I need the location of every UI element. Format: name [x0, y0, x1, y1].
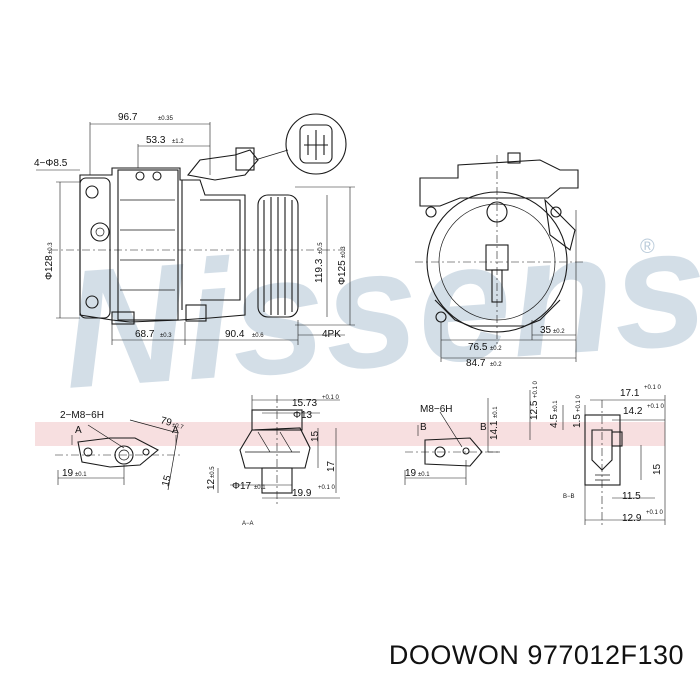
label-bottom-left: 68.7: [135, 329, 155, 340]
label-bb-w4-tol: +0.1 0: [646, 510, 664, 516]
label-bb-w2: 14.2: [623, 406, 643, 417]
label-port-a-offset: 19: [62, 468, 74, 479]
label-width-main-tol: ±0.35: [158, 116, 174, 122]
label-aa-bottom-width: 19.9: [292, 488, 312, 499]
label-bb-v1: 12.5: [529, 400, 540, 420]
label-aa-base-dia: Φ17: [232, 481, 252, 492]
label-aa-h12: 12: [206, 478, 217, 490]
label-width-main: 96.7: [118, 112, 138, 123]
label-bb-w1-tol: +0.1 0: [644, 385, 662, 391]
front-view: [415, 152, 585, 362]
label-aa-top-width-tol: +0.1 0: [322, 395, 340, 401]
label-pulley-height-tol: ±0.5: [318, 242, 324, 254]
label-inner-width: 76.5: [468, 342, 488, 353]
label-port-b-height: 14.1: [489, 420, 500, 440]
label-port-a-thread: 2−M8−6H: [60, 410, 104, 421]
caption-brand: DOOWON: [388, 640, 520, 670]
label-right-offset: 35: [540, 325, 552, 336]
caption-part-number: 977012F130: [527, 640, 684, 670]
label-bb-w1: 17.1: [620, 388, 640, 399]
label-height: Φ128: [44, 255, 55, 280]
label-section-b-right: B: [480, 422, 487, 433]
label-bb-v3-tol: +0.1 0: [576, 394, 582, 412]
label-port-a-angle: 79: [159, 415, 173, 429]
part-caption: DOOWON 977012F130: [389, 640, 684, 671]
label-right-offset-tol: ±0.2: [553, 329, 565, 335]
label-pulley-dia: Φ125: [337, 260, 348, 285]
label-mount-holes: 4−Φ8.5: [34, 158, 68, 169]
label-aa-bore: Φ13: [293, 410, 313, 421]
label-port-a-offset-tol: ±0.1: [75, 472, 87, 478]
label-port-b-height-tol: ±0.1: [493, 406, 499, 418]
side-view: [36, 113, 355, 345]
label-width-inner: 53.3: [146, 135, 166, 146]
front-view-labels: 35 ±0.2 76.5 ±0.2 84.7 ±0.2: [466, 325, 565, 369]
port-b-view: [404, 398, 500, 485]
section-bb-view: [529, 390, 666, 525]
label-aa-bottom-width-tol: +0.1 0: [318, 485, 336, 491]
label-bb-h15: 15: [652, 463, 663, 475]
label-belt: 4PK: [322, 329, 341, 340]
watermark-text: Nissens: [57, 191, 700, 423]
label-outer-width-tol: ±0.2: [490, 362, 502, 368]
section-aa-view: [217, 395, 340, 505]
label-pulley-height: 119.3: [314, 258, 325, 283]
label-bb-w4: 12.9: [622, 513, 642, 524]
label-aa-top-width: 15.73: [292, 398, 317, 409]
label-height-tol: ±0.3: [48, 242, 54, 254]
label-bb-v1-tol: +0.1 0: [533, 380, 539, 398]
label-port-b-thread: M8−6H: [420, 404, 453, 415]
label-port-b-offset-tol: ±0.1: [418, 472, 430, 478]
port-b-labels: M8−6H B B 14.1 ±0.1 19 ±0.1: [405, 404, 500, 479]
section-bb-labels: 12.5 +0.1 0 4.5 ±0.1 1.5 +0.1 0 17.1 +0.…: [529, 380, 665, 524]
label-bb-v2: 4.5: [549, 414, 560, 428]
label-port-a-angle-tol: ±0.7: [171, 422, 184, 431]
label-section-a-right: A: [172, 425, 179, 436]
section-aa-labels: 15.73 +0.1 0 Φ13 15 17 12 ±0.5 Φ17 ±0.1 …: [206, 395, 340, 527]
label-section-b-left: B: [420, 422, 427, 433]
label-aa-h12-tol: ±0.5: [210, 466, 216, 478]
side-view-labels: 4−Φ8.5 96.7 ±0.35 53.3 ±1.2 Φ128 ±0.3 11…: [34, 112, 348, 340]
label-width-inner-tol: ±1.2: [172, 139, 184, 145]
accent-band: [35, 422, 665, 446]
label-port-b-offset: 19: [405, 468, 417, 479]
label-aa-title: A−A: [242, 521, 254, 527]
label-inner-width-tol: ±0.2: [490, 346, 502, 352]
label-aa-h17: 17: [326, 460, 337, 472]
label-pulley-dia-tol: ±0.3: [341, 246, 347, 258]
label-outer-width: 84.7: [466, 358, 486, 369]
label-aa-h15: 15: [310, 430, 321, 442]
label-bottom-right-tol: ±0.6: [252, 333, 264, 339]
label-bb-title: B−B: [563, 494, 575, 500]
label-aa-base-dia-tol: ±0.1: [254, 485, 266, 491]
label-bottom-right: 90.4: [225, 329, 245, 340]
label-bottom-left-tol: ±0.3: [160, 333, 172, 339]
label-port-a-side: 15: [160, 474, 174, 488]
label-bb-v2-tol: ±0.1: [553, 400, 559, 412]
label-section-a-left: A: [75, 425, 82, 436]
port-a-labels: 2−M8−6H 79 ±0.7 A A 19 ±0.1 15: [60, 410, 185, 488]
port-a-view: [55, 419, 180, 491]
label-bb-v3: 1.5: [572, 414, 583, 428]
label-bb-w3: 11.5: [622, 491, 641, 502]
watermark-registered: ®: [640, 236, 655, 258]
label-bb-w2-tol: +0.1 0: [647, 404, 665, 410]
